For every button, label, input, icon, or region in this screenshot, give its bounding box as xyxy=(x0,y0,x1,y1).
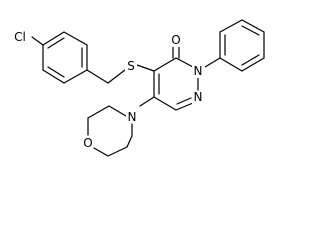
bond-c-cl xyxy=(31,36,44,46)
bond xyxy=(42,69,65,84)
morpholine-nitrogen-label: N xyxy=(128,110,137,124)
ring-nitrogen-2-label: N xyxy=(194,90,203,104)
bond-s-c4 xyxy=(136,64,155,72)
bond xyxy=(241,57,265,72)
bond xyxy=(108,105,127,117)
structure-canvas: Cl S O N N N O xyxy=(10,19,265,157)
bond xyxy=(126,135,133,148)
atom-cl: Cl xyxy=(10,30,31,44)
bond xyxy=(87,105,110,119)
double-bond-n1-c6 xyxy=(176,97,192,105)
ring-nitrogen-1-label: N xyxy=(194,64,203,78)
double-bond-inner xyxy=(47,66,65,78)
atom-n-morpholine: N xyxy=(126,110,139,124)
bond-n2-phenyl xyxy=(204,57,221,68)
bond-c3-n2 xyxy=(175,57,194,68)
pyridazinone-ring xyxy=(153,57,199,111)
atom-n1: N xyxy=(192,90,205,104)
chlorophenyl-ring xyxy=(42,31,88,84)
bond-n1-c6 xyxy=(175,102,194,111)
bond xyxy=(63,31,88,46)
morpholine-oxygen-label: O xyxy=(83,136,92,150)
bond xyxy=(42,31,65,46)
bond xyxy=(219,19,243,33)
chemical-structure: Cl S O N N N O xyxy=(10,19,265,157)
bond xyxy=(219,57,243,72)
atom-s: S xyxy=(125,59,137,73)
atom-o-carbonyl: O xyxy=(169,33,183,47)
phenyl-ring xyxy=(219,19,265,72)
chlorine-label: Cl xyxy=(14,30,26,44)
bond-c5-morpholine xyxy=(139,96,155,107)
bond xyxy=(241,19,265,33)
bond xyxy=(107,146,128,157)
double-bond-inner xyxy=(241,25,260,36)
bond-ring-ch2 xyxy=(86,69,109,84)
morpholine-ring xyxy=(87,105,133,157)
bond xyxy=(63,69,88,84)
bond-ch2-s xyxy=(107,69,126,84)
atom-n2: N xyxy=(192,64,205,78)
bond-o-ch2 xyxy=(93,147,109,157)
double-bond-inner xyxy=(47,37,65,49)
double-bond-inner xyxy=(241,54,260,66)
carbonyl-oxygen-label: O xyxy=(171,33,180,47)
bond-c4-c3 xyxy=(153,57,177,72)
atom-o-morpholine: O xyxy=(81,136,95,150)
bond-c6-c5 xyxy=(153,96,177,111)
sulfur-label: S xyxy=(127,59,135,73)
